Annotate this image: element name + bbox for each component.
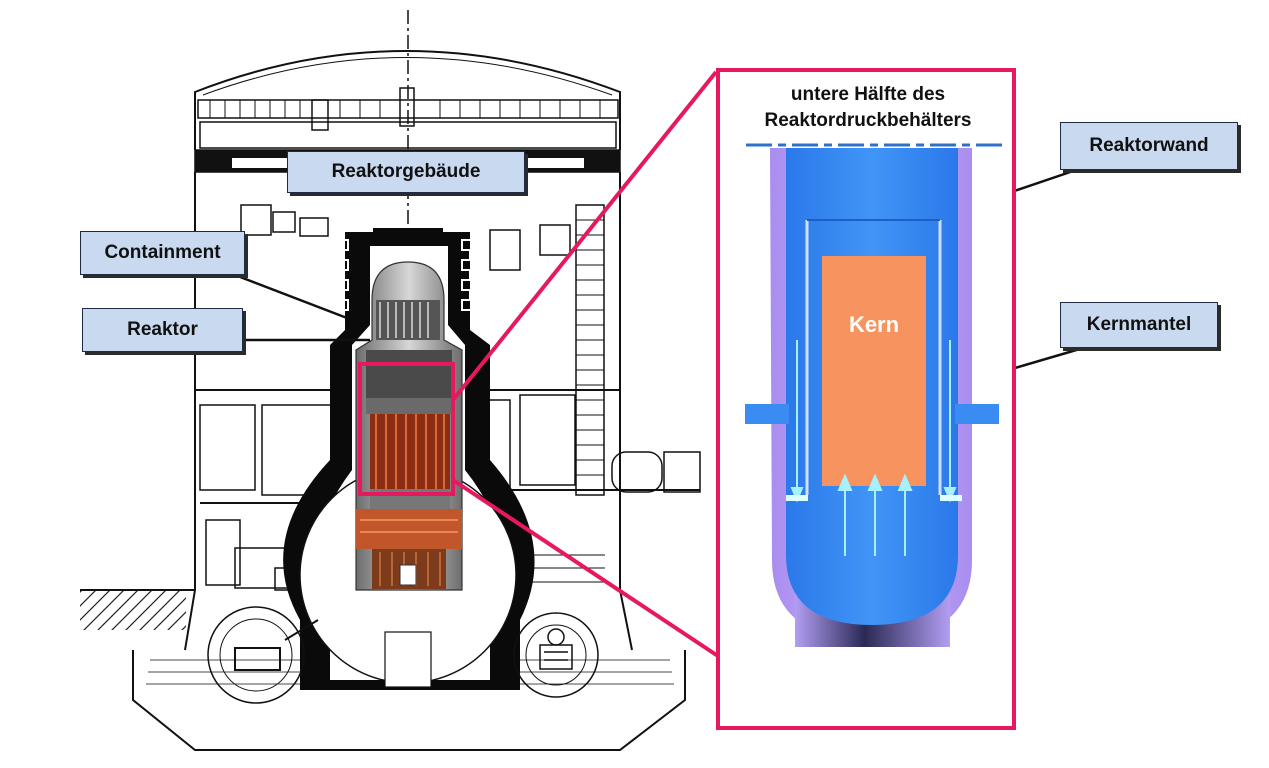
core-block xyxy=(822,256,926,486)
reactor-pressure-vessel xyxy=(355,261,463,591)
detail-title-line2: Reaktordruckbehälters xyxy=(764,110,972,131)
detail-vessel xyxy=(745,143,1004,647)
label-reaktorwand: Reaktorwand xyxy=(1060,122,1238,170)
detail-title-line1: untere Hälfte des xyxy=(790,84,946,105)
lower-machinery xyxy=(207,606,599,704)
label-kernmantel: Kernmantel xyxy=(1060,302,1218,348)
label-reaktorgebaeude: Reaktorgebäude xyxy=(287,151,525,193)
label-kern: Kern xyxy=(848,312,900,337)
label-containment: Containment xyxy=(80,231,245,275)
zoom-highlight xyxy=(358,70,738,670)
label-reaktor: Reaktor xyxy=(82,308,243,352)
detail-title: untere Hälfte des Reaktordruckbehälters xyxy=(736,82,1000,134)
